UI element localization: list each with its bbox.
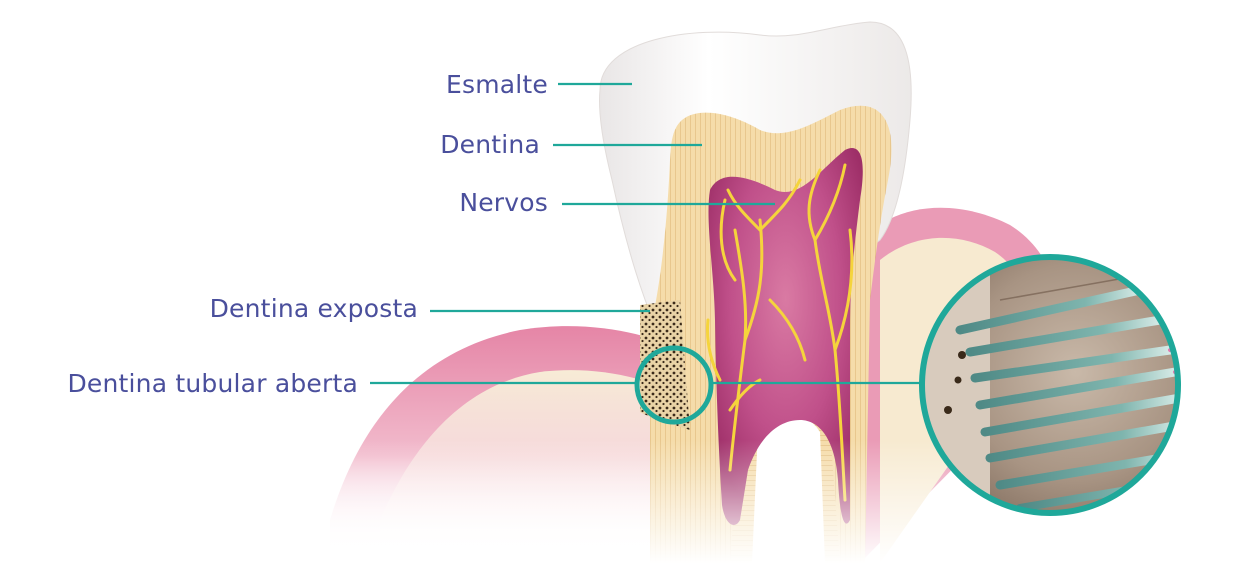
zoom-ring bbox=[919, 254, 1181, 516]
pulp bbox=[708, 148, 863, 525]
label-dentin: Dentina bbox=[440, 130, 540, 159]
exposed-dentin-area bbox=[640, 300, 690, 430]
label-nerves: Nervos bbox=[459, 188, 548, 217]
leader-lines bbox=[370, 82, 930, 385]
label-exposed-dentin: Dentina exposta bbox=[209, 294, 418, 323]
label-enamel: Esmalte bbox=[445, 70, 548, 99]
nerves bbox=[706, 163, 854, 502]
label-open-tubular-dentin: Dentina tubular aberta bbox=[67, 369, 358, 398]
magnifier-ring-small bbox=[634, 345, 714, 425]
zoom-inset bbox=[919, 254, 1181, 516]
